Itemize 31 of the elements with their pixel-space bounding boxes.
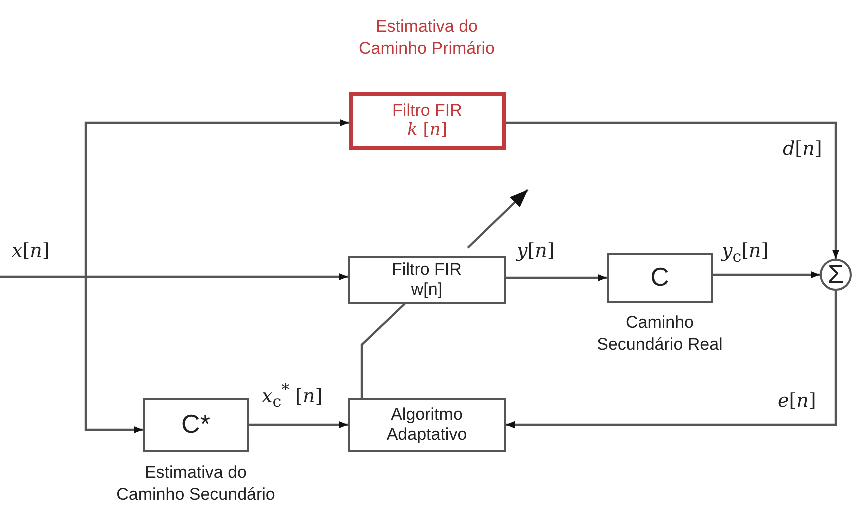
block-box <box>349 92 506 150</box>
arrow <box>506 122 840 259</box>
arrow <box>506 274 607 282</box>
arrow <box>84 277 143 434</box>
signal-label: x[n] <box>12 240 50 262</box>
block-label: Filtro FIR <box>392 101 462 121</box>
block-label: k [n] <box>408 121 448 141</box>
block-caption: Estimativa do Caminho Secundário <box>116 462 276 506</box>
block-label: Algoritmo Adaptativo <box>386 405 468 445</box>
signal-label: e[n] <box>778 390 816 412</box>
block-caption: Estimativa do Caminho Primário <box>358 16 496 60</box>
signal-label: d[n] <box>783 138 822 160</box>
block-label: w[n] <box>411 280 443 300</box>
block-box <box>143 398 249 452</box>
block-box <box>348 398 506 452</box>
block-label: C <box>650 263 670 293</box>
arrow <box>249 421 348 429</box>
block-caption: Caminho Secundário Real <box>596 312 724 356</box>
arrow <box>84 119 349 277</box>
block-label: C* <box>182 410 210 440</box>
summing-junction <box>820 259 852 291</box>
block-box <box>348 256 506 304</box>
signal-label: x$_{c}$$^{*}$ [n] <box>262 380 323 412</box>
signal-label: y$_{c}$[n] <box>722 240 769 266</box>
signal-label: y[n] <box>517 240 555 262</box>
block-label: Filtro FIR <box>392 260 462 280</box>
arrow <box>713 271 820 279</box>
sigma-symbol: Σ <box>828 260 844 290</box>
arrow <box>0 273 348 281</box>
arrow <box>506 291 838 429</box>
block-box <box>607 253 713 303</box>
